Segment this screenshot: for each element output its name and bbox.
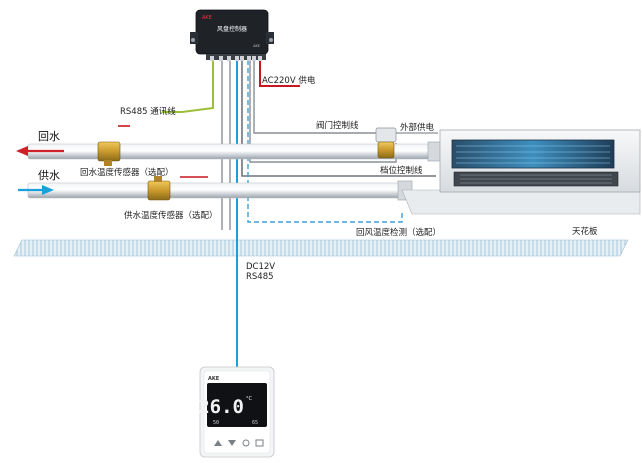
external-power-label: 外部供电 xyxy=(400,122,435,133)
thermostat-brand: AKE xyxy=(208,376,220,382)
return-air-wire xyxy=(247,60,403,223)
ac220v-label: AC220V 供电 xyxy=(262,75,316,86)
ceiling-label: 天花板 xyxy=(572,226,598,237)
wires xyxy=(162,60,438,367)
pipes xyxy=(27,141,443,201)
thermostat: AKE 26.0 °C 50 65 xyxy=(198,366,275,458)
right-arrow-icon xyxy=(18,185,54,195)
return-sensor-label: 回水温度传感器（选配） xyxy=(80,167,174,178)
supply-pipe xyxy=(27,182,401,199)
thermostat-value-left: 50 xyxy=(213,420,219,426)
controller-model: AKE xyxy=(253,44,260,48)
return-pipe xyxy=(27,143,431,160)
controller-brand: AKE xyxy=(202,15,212,21)
supply-sensor-label: 供水温度传感器（选配） xyxy=(124,210,218,221)
left-arrow-icon xyxy=(16,146,64,156)
controller-box: AKE 风盘控制器 AKE xyxy=(190,9,274,61)
ac220v-wire xyxy=(259,60,300,87)
valve-control-wire xyxy=(253,60,382,134)
return-water-label: 回水 xyxy=(38,130,60,143)
thermostat-value-right: 65 xyxy=(252,420,258,426)
labels: 回水 供水 RS485 通讯线 AC220V 供电 阀门控制线 外部供电 回水温… xyxy=(38,75,598,282)
supply-sensor-icon xyxy=(147,176,208,201)
down-icon[interactable] xyxy=(228,440,236,446)
rs485-label: RS485 xyxy=(246,272,274,282)
return-sensor-icon xyxy=(97,125,130,166)
speed-control-label: 档位控制线 xyxy=(380,165,423,176)
ceiling xyxy=(13,239,629,257)
return-air-label: 回风温度检测（选配） xyxy=(356,227,441,238)
power-icon[interactable] xyxy=(242,439,250,447)
valve-icon xyxy=(375,127,397,159)
speed-control-wire xyxy=(241,60,436,177)
valve-control-label: 阀门控制线 xyxy=(316,120,359,131)
rs485-line-label: RS485 通讯线 xyxy=(120,106,176,117)
rs485-wire xyxy=(162,60,214,113)
mode-icon[interactable] xyxy=(255,439,264,447)
up-icon[interactable] xyxy=(214,440,222,446)
thermostat-unit: °C xyxy=(246,396,253,402)
dc12v-label: DC12V xyxy=(246,262,275,272)
thermostat-buttons xyxy=(214,439,264,447)
fan-coil-unit xyxy=(401,129,641,215)
controller-name: 风盘控制器 xyxy=(217,25,247,33)
thermostat-temperature: 26.0 xyxy=(198,396,244,418)
supply-water-label: 供水 xyxy=(38,168,60,182)
